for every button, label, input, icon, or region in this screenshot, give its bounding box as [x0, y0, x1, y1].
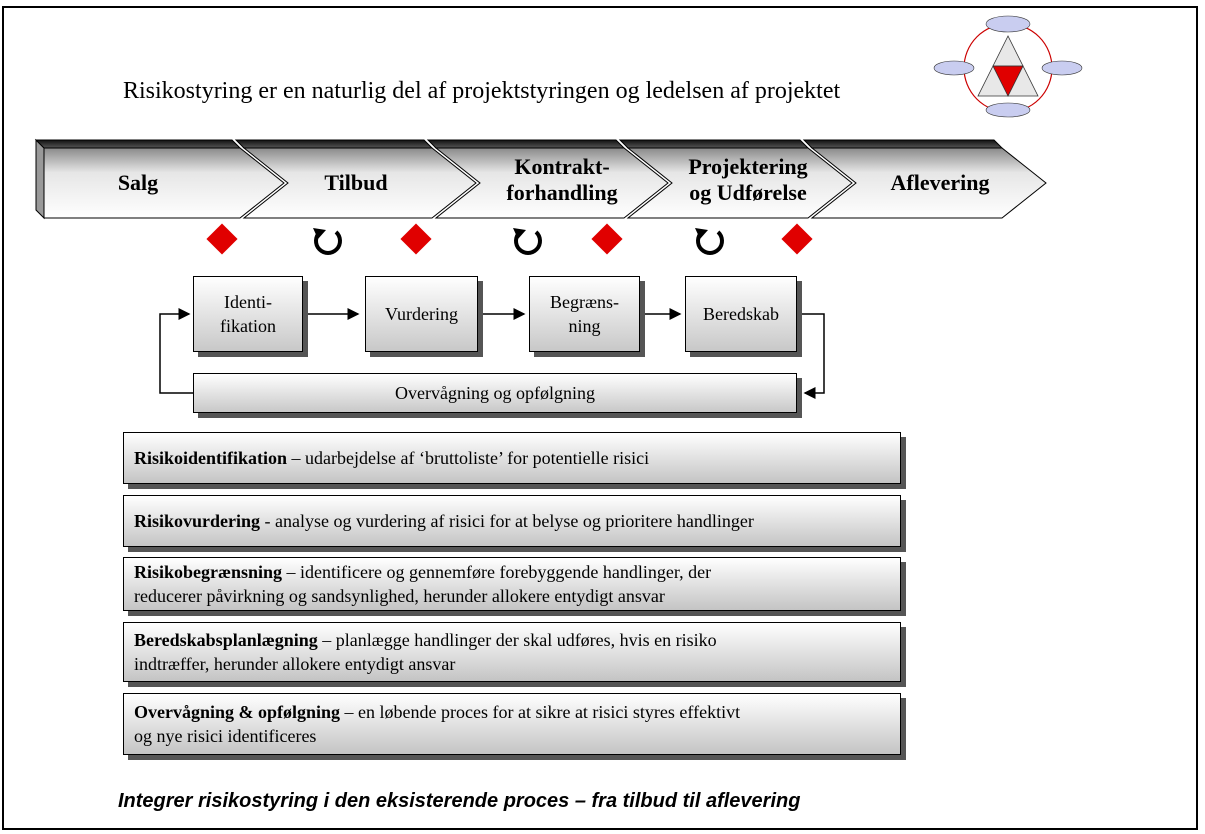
- monitoring-bar: Overvågning og opfølgning: [193, 373, 797, 413]
- phase-label-projektering: Projektering og Udførelse: [688, 154, 808, 205]
- desc-risikobegraensning: Risikobegrænsning – identificere og genn…: [123, 557, 901, 611]
- phase-label-tilbud: Tilbud: [324, 170, 388, 195]
- phase-label-aflevering: Aflevering: [890, 170, 990, 195]
- desc-risikovurdering: Risikovurdering - analyse og vurdering a…: [123, 495, 901, 547]
- desc-beredskabsplanlaegning: Beredskabsplanlægning – planlægge handli…: [123, 622, 901, 682]
- cycle-arrow-icon: [513, 228, 542, 255]
- desc-overvaagning: Overvågning & opfølgning – en løbende pr…: [123, 693, 901, 755]
- phase-label-kontrakt: Kontrakt- forhandling: [506, 154, 618, 205]
- step-vurdering: Vurdering: [365, 276, 478, 352]
- cycle-arrow-icon: [313, 228, 342, 255]
- slide-title: Risikostyring er en naturlig del af proj…: [123, 78, 841, 104]
- phase-label-salg: Salg: [117, 170, 159, 195]
- desc-risikoidentifikation: Risikoidentifikation – udarbejdelse af ‘…: [123, 432, 901, 484]
- risk-cycle-logo: [933, 15, 1083, 118]
- slide-frame: [2, 6, 1198, 830]
- step-identifikation: Identi-fikation: [193, 276, 303, 352]
- step-beredskab: Beredskab: [685, 276, 797, 352]
- footer-tagline: Integrer risikostyring i den eksisterend…: [118, 790, 801, 812]
- cycle-arrow-icon: [695, 228, 724, 255]
- step-begraensning: Begræns-ning: [529, 276, 640, 352]
